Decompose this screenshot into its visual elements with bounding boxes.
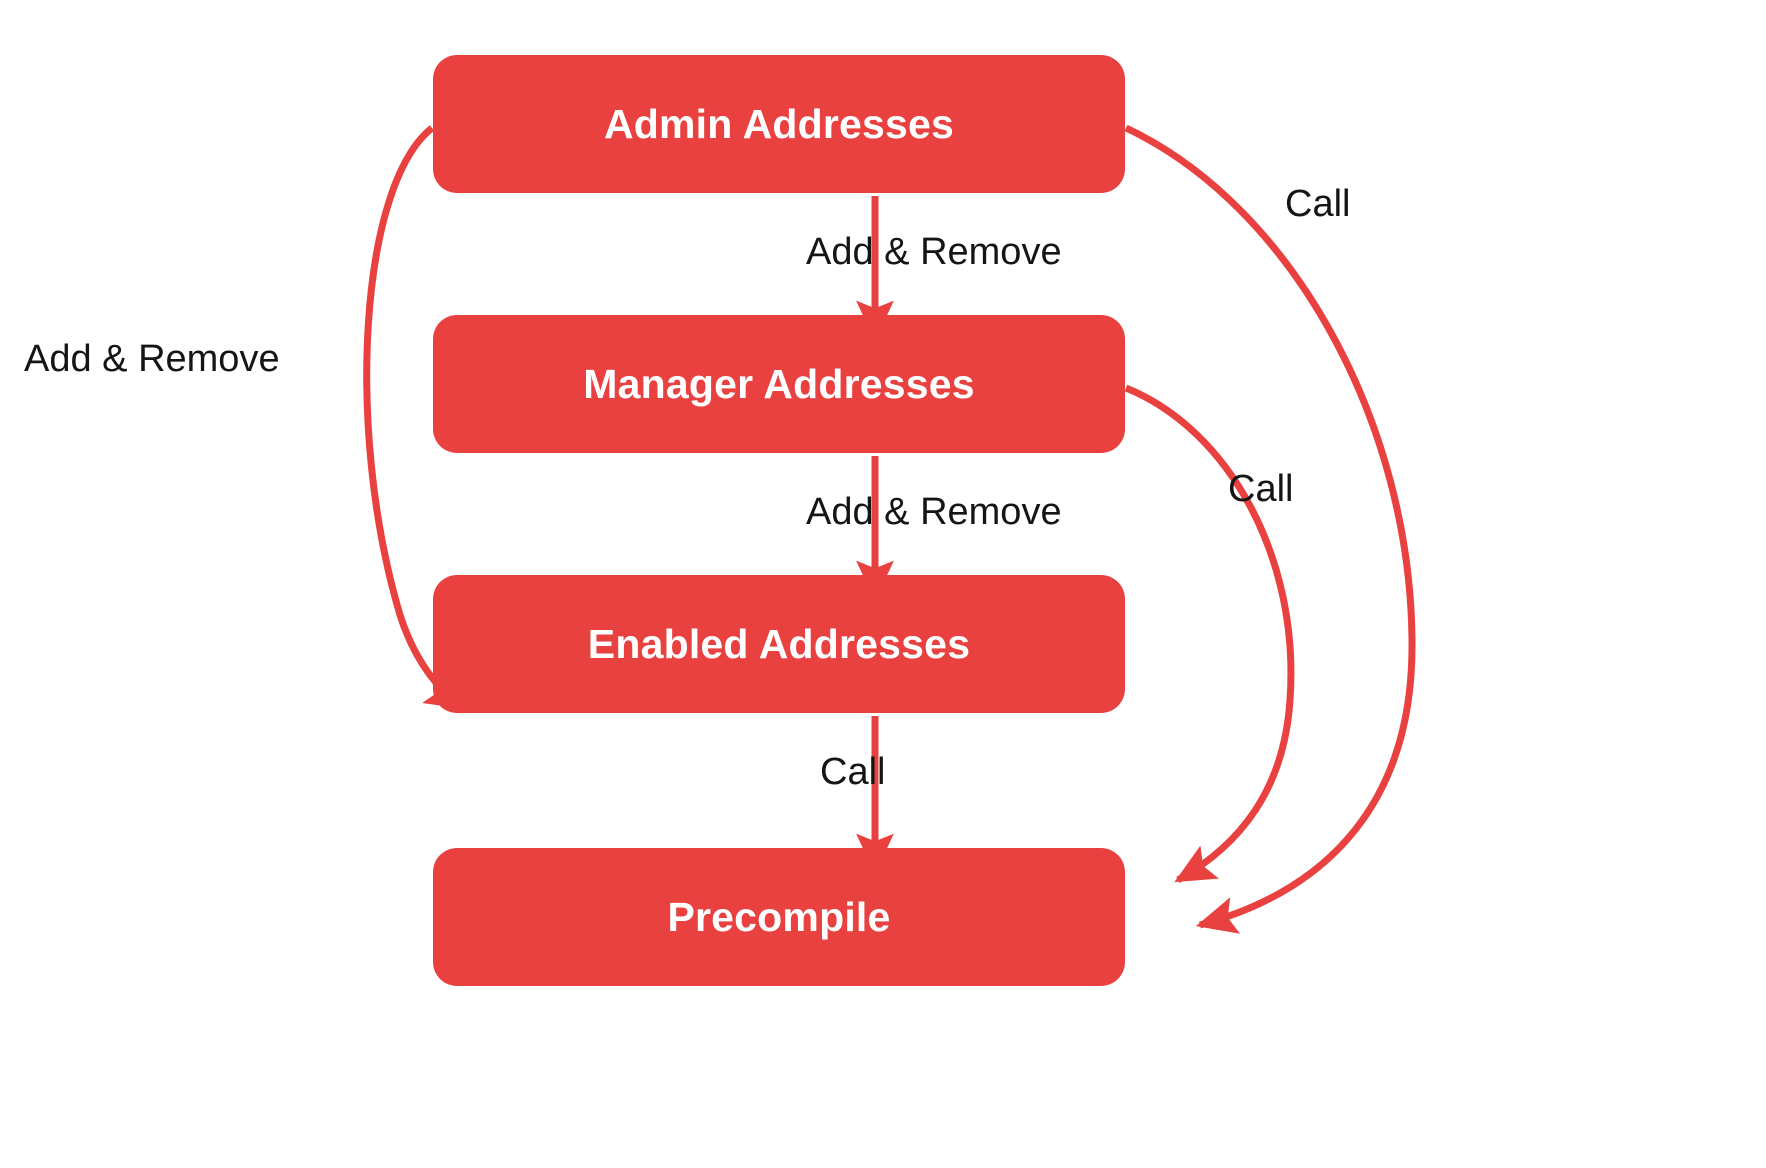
edge-label-admin-to-precompile: Call — [1285, 183, 1351, 225]
edge-label-enabled-to-precompile: Call — [820, 751, 886, 793]
node-enabled-addresses[interactable]: Enabled Addresses — [433, 575, 1125, 713]
node-admin-addresses[interactable]: Admin Addresses — [433, 55, 1125, 193]
edge-label-admin-to-enabled: Add & Remove — [24, 338, 280, 380]
node-precompile-label: Precompile — [667, 893, 891, 940]
edge-label-manager-to-enabled: Add & Remove — [806, 491, 1062, 533]
node-enabled-addresses-label: Enabled Addresses — [587, 620, 971, 667]
edge-label-manager-to-precompile: Call — [1228, 468, 1294, 510]
node-manager-addresses-label: Manager Addresses — [583, 360, 975, 407]
node-manager-addresses[interactable]: Manager Addresses — [433, 315, 1125, 453]
edge-manager-to-precompile — [1124, 384, 1295, 884]
node-admin-addresses-label: Admin Addresses — [603, 100, 955, 147]
node-precompile[interactable]: Precompile — [433, 848, 1125, 986]
edge-admin-to-enabled — [363, 125, 467, 710]
edge-admin-to-precompile — [1124, 124, 1416, 934]
edge-label-admin-to-manager: Add & Remove — [806, 231, 1062, 273]
